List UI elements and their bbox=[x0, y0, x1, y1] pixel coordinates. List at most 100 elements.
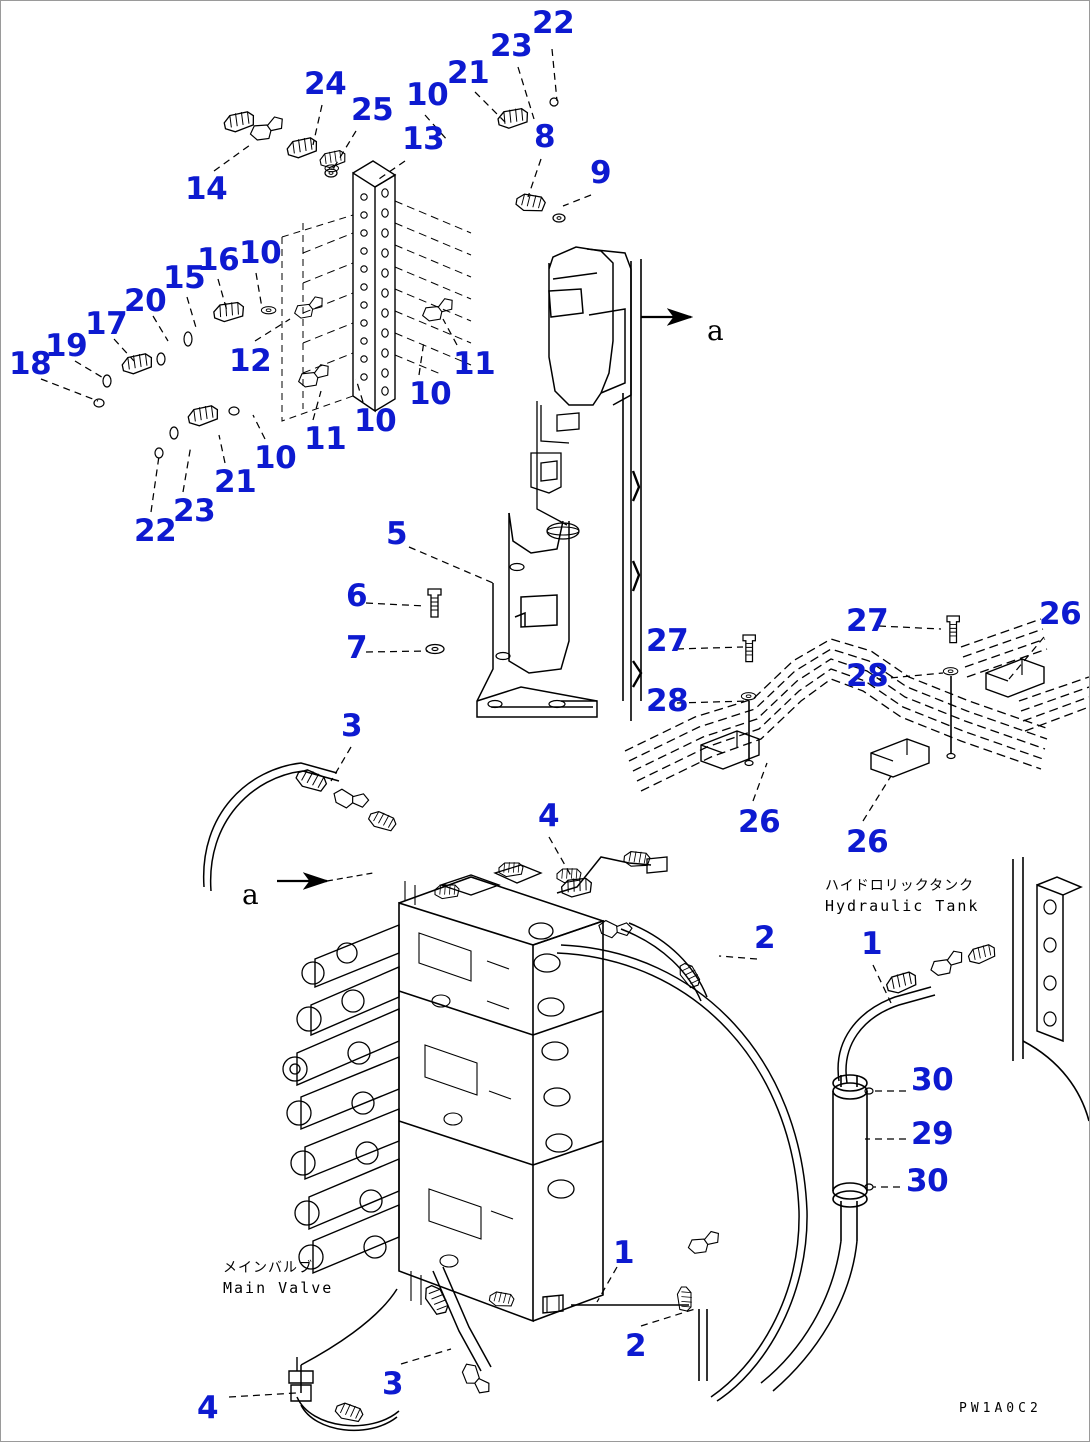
main-valve-label-jp: メインバルブ bbox=[223, 1260, 313, 1276]
leader-line-20 bbox=[152, 315, 169, 342]
callout-13: 13 bbox=[402, 121, 445, 157]
callout-30: 30 bbox=[911, 1062, 954, 1098]
callout-2: 2 bbox=[625, 1328, 647, 1364]
leader-line-14 bbox=[213, 144, 251, 172]
leader-line-2 bbox=[640, 1308, 696, 1327]
leader-line-19 bbox=[74, 360, 106, 380]
callout-10: 10 bbox=[354, 403, 397, 439]
callout-4: 4 bbox=[538, 798, 560, 834]
leader-line-7 bbox=[365, 650, 429, 653]
hydraulic-tank-label: ハイドロリックタンク Hydraulic Tank bbox=[825, 877, 979, 916]
callout-30: 30 bbox=[906, 1163, 949, 1199]
callout-19: 19 bbox=[45, 328, 88, 364]
callout-26: 26 bbox=[738, 804, 781, 840]
callout-9: 9 bbox=[590, 155, 612, 191]
leader-line-17 bbox=[113, 338, 135, 362]
leader-line-24 bbox=[312, 104, 323, 146]
leader-line-3 bbox=[330, 746, 352, 782]
leader-line-10 bbox=[255, 272, 263, 309]
callout-26: 26 bbox=[846, 824, 889, 860]
leader-line-9 bbox=[562, 194, 592, 207]
leader-line-26 bbox=[752, 762, 768, 802]
callout-5: 5 bbox=[386, 516, 408, 552]
callout-12: 12 bbox=[229, 343, 272, 379]
leader-line-10 bbox=[355, 378, 364, 403]
hydraulic-tank-label-jp: ハイドロリックタンク bbox=[825, 878, 975, 894]
leader-line-23 bbox=[517, 66, 535, 120]
leader-line-11 bbox=[442, 318, 458, 346]
leader-line-18 bbox=[40, 378, 99, 402]
callout-29: 29 bbox=[911, 1116, 954, 1152]
callout-27: 27 bbox=[846, 603, 889, 639]
callout-22: 22 bbox=[532, 5, 575, 41]
main-valve-label: メインバルブ Main Valve bbox=[223, 1259, 333, 1298]
callout-4: 4 bbox=[197, 1390, 219, 1426]
leader-line-10 bbox=[252, 414, 266, 440]
leader-line-16 bbox=[217, 278, 228, 312]
callout-10: 10 bbox=[409, 376, 452, 412]
leader-line-28 bbox=[676, 700, 750, 704]
callout-8: 8 bbox=[534, 119, 556, 155]
callout-1: 1 bbox=[613, 1235, 635, 1271]
leader-line-15 bbox=[186, 296, 198, 332]
leader-line-1 bbox=[872, 964, 892, 1004]
leader-line-8 bbox=[527, 158, 542, 198]
leader-line-10 bbox=[418, 340, 425, 376]
callout-23: 23 bbox=[490, 28, 533, 64]
callout-1: 1 bbox=[861, 926, 883, 962]
leader-line-21 bbox=[218, 434, 226, 464]
callout-26: 26 bbox=[1039, 596, 1082, 632]
callout-11: 11 bbox=[453, 346, 496, 382]
leader-line-21 bbox=[474, 91, 506, 123]
callout-3: 3 bbox=[341, 708, 363, 744]
main-valve-label-en: Main Valve bbox=[223, 1278, 334, 1297]
callout-21: 21 bbox=[447, 55, 490, 91]
drawing-code: PW1A0C2 bbox=[959, 1401, 1042, 1416]
callout-10: 10 bbox=[239, 235, 282, 271]
callout-7: 7 bbox=[346, 630, 368, 666]
leader-line-27 bbox=[878, 625, 942, 630]
leader-line-25 bbox=[332, 130, 357, 170]
leader-line-26 bbox=[862, 775, 892, 822]
callout-3: 3 bbox=[382, 1366, 404, 1402]
callout-17: 17 bbox=[85, 306, 128, 342]
leader-line-1 bbox=[596, 1266, 618, 1303]
callout-10: 10 bbox=[406, 77, 449, 113]
callout-16: 16 bbox=[197, 242, 240, 278]
leader-line-2 bbox=[718, 955, 758, 960]
callout-15: 15 bbox=[163, 260, 206, 296]
leader-line-26 bbox=[1008, 636, 1045, 680]
section-a-lower: a bbox=[242, 878, 259, 911]
callout-6: 6 bbox=[346, 578, 368, 614]
callout-28: 28 bbox=[846, 658, 889, 694]
leader-line-23 bbox=[182, 444, 192, 493]
callout-23: 23 bbox=[173, 493, 216, 529]
leader-line-4 bbox=[548, 836, 575, 882]
callout-25: 25 bbox=[351, 92, 394, 128]
callout-21: 21 bbox=[214, 464, 257, 500]
callout-24: 24 bbox=[304, 66, 347, 102]
callout-27: 27 bbox=[646, 623, 689, 659]
leader-line-11 bbox=[312, 390, 322, 421]
leader-line-12 bbox=[254, 318, 291, 342]
hydraulic-tank-label-en: Hydraulic Tank bbox=[825, 896, 980, 915]
callout-22: 22 bbox=[134, 513, 177, 549]
leader-line-22 bbox=[150, 455, 160, 513]
leader-line-13 bbox=[375, 160, 406, 182]
callout-18: 18 bbox=[9, 346, 52, 382]
leader-line-3 bbox=[400, 1348, 452, 1365]
callout-10: 10 bbox=[254, 440, 297, 476]
leader-line-10 bbox=[424, 114, 449, 142]
callout-20: 20 bbox=[124, 283, 167, 319]
callout-14: 14 bbox=[185, 171, 228, 207]
leader-line-6 bbox=[365, 602, 426, 607]
callout-28: 28 bbox=[646, 683, 689, 719]
leader-line-28 bbox=[878, 672, 944, 680]
callout-2: 2 bbox=[754, 920, 776, 956]
leader-line-4 bbox=[228, 1392, 297, 1398]
leader-line-22 bbox=[551, 48, 558, 102]
leader-line-5 bbox=[408, 546, 494, 584]
section-a-upper: a bbox=[707, 314, 724, 347]
